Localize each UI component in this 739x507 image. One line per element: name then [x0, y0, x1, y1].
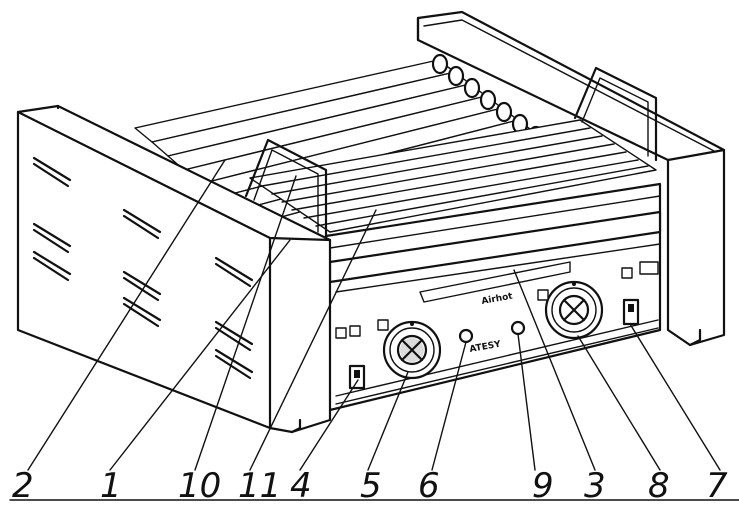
- callout-7: 7: [706, 466, 728, 506]
- callout-2: 2: [12, 466, 34, 506]
- left-side-panel: [16, 104, 332, 434]
- symbol-box: [335, 327, 347, 339]
- callout-9: 9: [532, 466, 554, 506]
- leader-lines: [9, 159, 739, 501]
- vent-slots: [32, 156, 254, 380]
- callout-8: 8: [648, 466, 670, 506]
- left-power-switch[interactable]: [348, 364, 366, 390]
- callout-10: 10: [178, 466, 221, 506]
- rear-handle: [573, 66, 658, 162]
- rollers: [134, 53, 657, 233]
- callout-3: 3: [584, 466, 606, 506]
- symbol-box: [537, 289, 549, 301]
- control-panel: Airhot ATESY: [335, 261, 659, 390]
- callout-1: 1: [100, 466, 122, 506]
- right-thermostat-knob[interactable]: [544, 280, 604, 340]
- front-handle: [244, 138, 328, 238]
- symbol-box: [377, 319, 389, 331]
- callout-11: 11: [238, 466, 281, 506]
- symbol-box: [349, 325, 361, 337]
- right-side-panel: [416, 10, 726, 347]
- callout-4: 4: [290, 466, 312, 506]
- callout-6: 6: [418, 466, 440, 506]
- symbol-box: [639, 261, 659, 275]
- indicator-lamp-left: [458, 328, 474, 344]
- indicator-lamp-right: [510, 320, 526, 336]
- symbol-box: [621, 267, 633, 279]
- callout-5: 5: [360, 466, 382, 506]
- callout-labels: 2 1 10 11 4 5 6 9 3 8 7: [12, 466, 728, 506]
- left-thermostat-knob[interactable]: [382, 320, 442, 380]
- right-power-switch[interactable]: [622, 298, 640, 326]
